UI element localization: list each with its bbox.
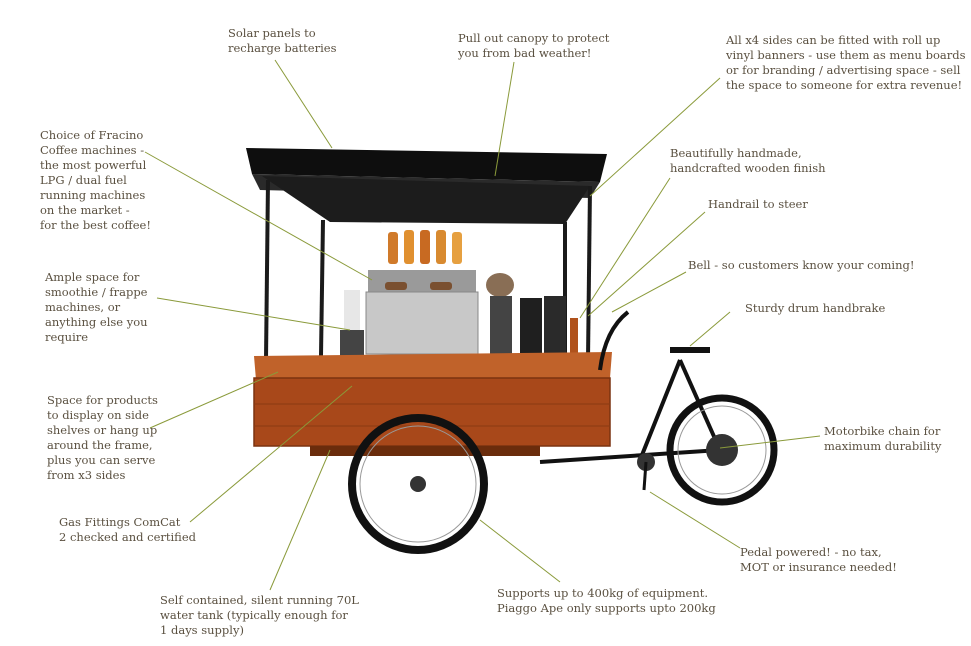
- annotation-handrail: Handrail to steer: [708, 197, 808, 211]
- annotation-water-tank: Self contained, silent running 70L water…: [160, 593, 359, 637]
- blender: [340, 290, 364, 356]
- annotation-handbrake: Sturdy drum handbrake: [745, 301, 886, 315]
- annotation-chain: Motorbike chain for maximum durability: [824, 424, 942, 453]
- coffee-bags: [520, 296, 578, 354]
- coffee-grinder: [486, 273, 514, 354]
- pedal-crank: [637, 453, 655, 491]
- rear-wheel: [666, 394, 778, 506]
- wooden-cart-body: [253, 352, 612, 456]
- leader-lines: [144, 59, 821, 591]
- front-wheel-left: [348, 414, 488, 554]
- annotation-canopy: Pull out canopy to protect you from bad …: [458, 31, 610, 60]
- annotation-gas: Gas Fittings ComCat 2 checked and certif…: [59, 515, 197, 544]
- annotation-banners: All x4 sides can be fitted with roll up …: [726, 33, 966, 92]
- bike-frame: [539, 310, 722, 464]
- annotation-capacity: Supports up to 400kg of equipment. Piagg…: [497, 586, 716, 615]
- annotation-bell: Bell - so customers know your coming!: [688, 258, 915, 272]
- syrup-bottles: [388, 230, 462, 264]
- annotation-pedal: Pedal powered! - no tax, MOT or insuranc…: [740, 545, 897, 574]
- annotation-solar-panels: Solar panels to recharge batteries: [228, 26, 337, 55]
- annotation-shelves: Space for products to display on side sh…: [47, 393, 158, 482]
- espresso-machine: [365, 270, 479, 355]
- annotation-ample-space: Ample space for smoothie / frappe machin…: [45, 270, 148, 344]
- annotation-wooden-finish: Beautifully handmade, handcrafted wooden…: [670, 146, 826, 175]
- annotation-fracino: Choice of Fracino Coffee machines - the …: [40, 128, 151, 232]
- canopy-roof: [246, 148, 607, 224]
